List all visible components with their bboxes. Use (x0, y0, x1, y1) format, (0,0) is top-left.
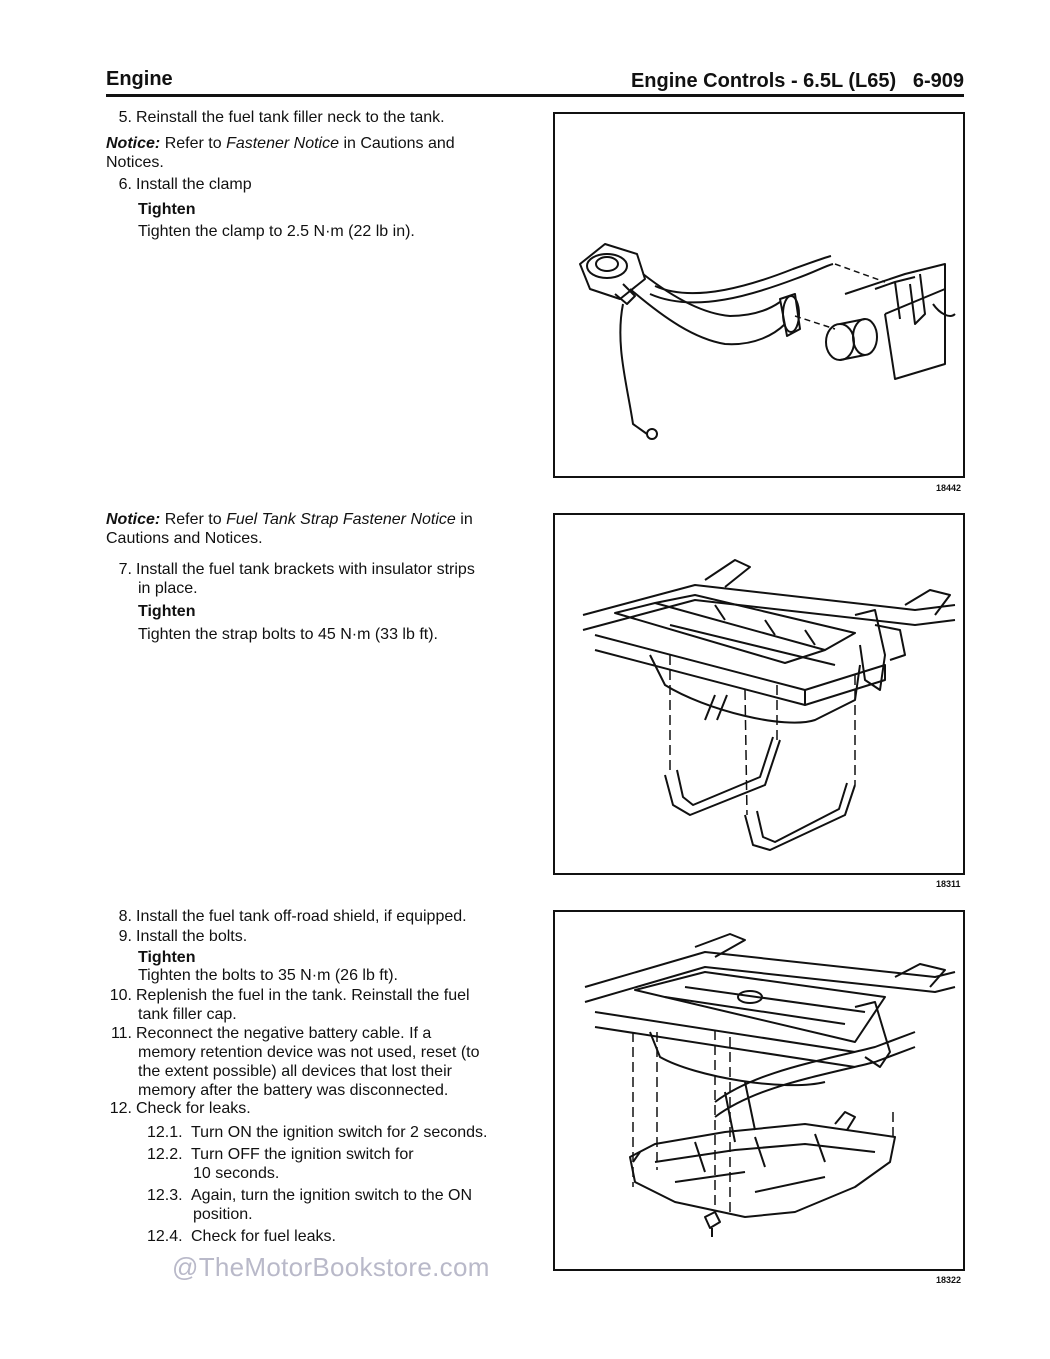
notice-1: Notice: Refer to Fastener Notice in Caut… (106, 135, 455, 171)
page-header: Engine Controls - 6.5L (L65) 6-909 (631, 70, 964, 93)
tighten-text-3: Tighten the bolts to 35 N·m (26 lb ft). (138, 967, 398, 984)
page-number: 6-909 (912, 70, 964, 92)
figure-number-3: 18322 (936, 1275, 962, 1285)
step-10: 10.Replenish the fuel in the tank. Reins… (109, 987, 470, 1023)
step-12-2: 12.2.Turn OFF the ignition switch for 10… (147, 1146, 414, 1182)
step-11: 11.Reconnect the negative battery cable.… (110, 1025, 480, 1099)
step-9: 9.Install the bolts. (118, 928, 248, 945)
tighten-text-1: Tighten the clamp to 2.5 N·m (22 lb in). (138, 223, 415, 240)
figure-number-1: 18442 (936, 483, 962, 493)
figure-off-road-shield (553, 910, 965, 1271)
figure-fuel-filler-neck (553, 112, 965, 478)
chapter-title: Engine Controls - 6.5L (L65) (630, 70, 897, 92)
header-rule (106, 94, 964, 97)
step-6: 6.Install the clamp (118, 176, 252, 193)
step-12-1: 12.1.Turn ON the ignition switch for 2 s… (147, 1124, 488, 1141)
step-5: 5.Reinstall the fuel tank filler neck to… (118, 109, 445, 126)
step-12-4: 12.4.Check for fuel leaks. (147, 1228, 336, 1245)
filler-neck-illustration (579, 243, 956, 440)
tighten-label-2: Tighten (138, 603, 196, 620)
tighten-label-3: Tighten (138, 949, 196, 966)
step-12: 12.Check for leaks. (109, 1100, 251, 1117)
section-title: Engine (106, 68, 173, 90)
figure-number-2: 18311 (936, 879, 961, 889)
step-7: 7.Install the fuel tank brackets with in… (118, 561, 475, 597)
off-road-shield-illustration (584, 933, 956, 1237)
tighten-label-1: Tighten (138, 201, 196, 218)
tighten-text-2: Tighten the strap bolts to 45 N·m (33 lb… (138, 626, 438, 643)
watermark: @TheMotorBookstore.com (172, 1252, 490, 1282)
notice-2: Notice: Refer to Fuel Tank Strap Fastene… (106, 511, 473, 547)
step-8: 8.Install the fuel tank off-road shield,… (118, 908, 467, 925)
tank-brackets-illustration (582, 559, 956, 851)
step-12-3: 12.3.Again, turn the ignition switch to … (147, 1187, 473, 1223)
figure-fuel-tank-brackets (553, 513, 965, 875)
